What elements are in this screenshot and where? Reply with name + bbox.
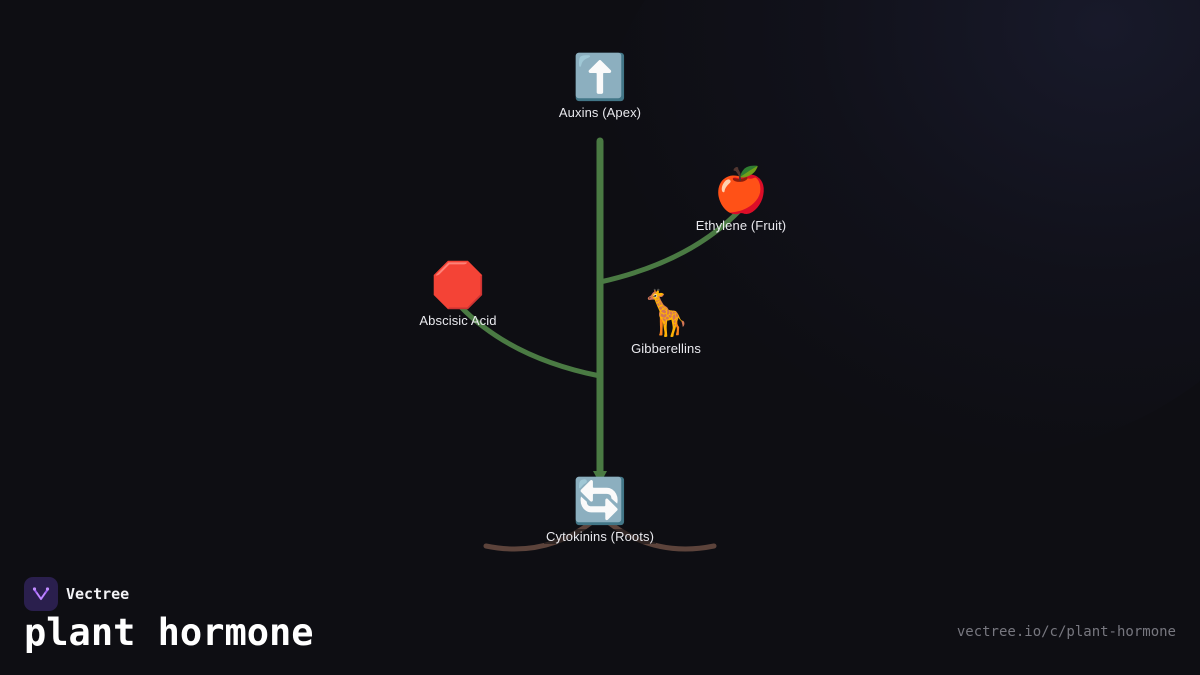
apple-icon: 🍎 [713,166,769,215]
node-abscisic-acid[interactable]: 🛑 Abscisic Acid [378,261,538,328]
brand[interactable]: Vectree [24,577,129,611]
stop-sign-icon: 🛑 [430,261,486,310]
gibberellins-label: Gibberellins [631,341,701,356]
brand-name: Vectree [66,585,130,603]
node-auxins[interactable]: ⬆️ Auxins (Apex) [520,53,680,120]
cycle-arrows-icon: 🔄 [572,477,628,526]
cytokinins-label: Cytokinins (Roots) [544,529,656,544]
ethylene-label: Ethylene (Fruit) [695,218,787,233]
page-url-link[interactable]: vectree.io/c/plant-hormone [956,624,1176,640]
abscisic-label: Abscisic Acid [419,313,497,328]
up-arrow-icon: ⬆️ [572,53,628,102]
page-title: plant hormone [24,611,314,654]
node-ethylene[interactable]: 🍎 Ethylene (Fruit) [661,166,821,233]
node-gibberellins[interactable]: 🦒 Gibberellins [586,289,746,356]
branch-abscisic [457,303,603,379]
giraffe-icon: 🦒 [638,289,694,338]
branch-ethylene [597,207,743,285]
vectree-logo-icon [24,577,58,611]
auxins-label: Auxins (Apex) [558,105,642,120]
node-cytokinins[interactable]: 🔄 Cytokinins (Roots) [520,477,680,546]
stem-arrowhead [593,471,607,484]
